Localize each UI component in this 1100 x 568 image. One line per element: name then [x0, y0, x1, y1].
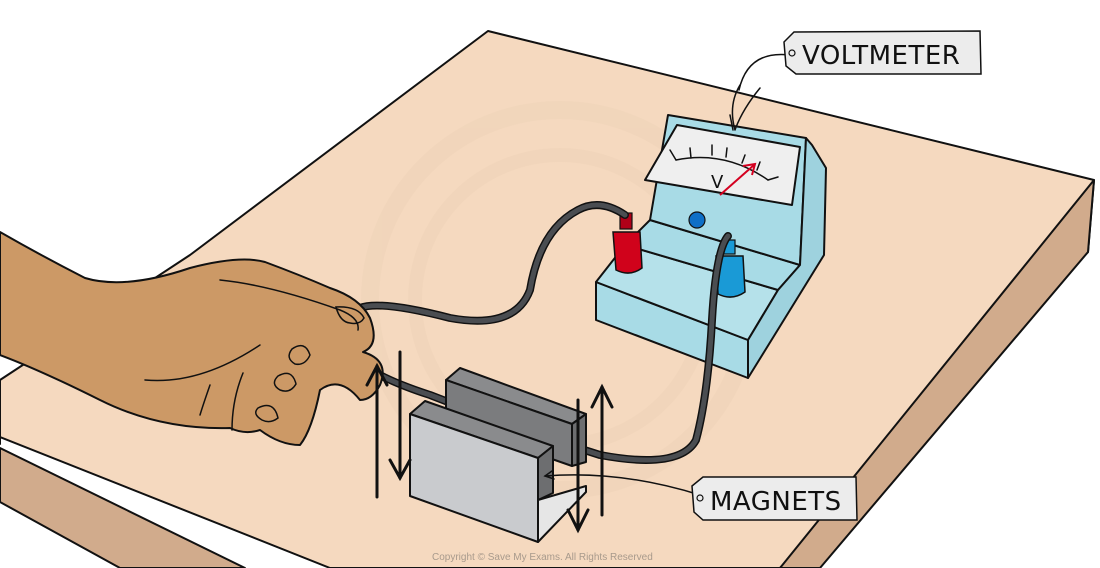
magnets-label-pointer [544, 474, 701, 496]
magnets-pointer-head [543, 470, 555, 480]
voltmeter-tag-body [783, 30, 982, 75]
hand-thumb [219, 279, 359, 331]
palm-crease-1 [199, 384, 211, 416]
finger-middle [273, 372, 297, 392]
magnets-tag-body [691, 476, 858, 521]
voltmeter-label: VOLTMETER [802, 41, 960, 71]
magnet-front-side [537, 445, 554, 501]
meter-unit-symbol: V [711, 172, 724, 193]
magnets-tag: MAGNETS [691, 476, 858, 521]
hand [0, 231, 384, 446]
arrow-up-left [365, 362, 389, 499]
voltmeter-tag-hole [788, 49, 796, 57]
meter-scale-arc [675, 156, 769, 181]
finger-index [288, 344, 311, 366]
thumb-nail [335, 306, 365, 325]
copyright-notice: Copyright © Save My Exams. All Rights Re… [432, 552, 653, 563]
arrow-down-right [566, 398, 590, 534]
meter-needle [719, 162, 757, 196]
palm-crease-2 [231, 372, 244, 431]
arrow-down-left [388, 350, 412, 482]
table-side-left [0, 447, 246, 568]
magnets[interactable] [409, 367, 701, 543]
meter-scale-ticks [669, 144, 779, 181]
table-side-right [779, 179, 1095, 568]
meter-face [644, 124, 801, 206]
knuckle-crease [144, 344, 261, 382]
voltmeter-tag: VOLTMETER [738, 30, 982, 91]
finger-ring [255, 404, 279, 423]
magnets-tag-hole [696, 494, 704, 502]
arrow-up-right [590, 383, 614, 517]
magnets-label: MAGNETS [710, 487, 842, 517]
motion-arrows [365, 350, 614, 534]
adjust-knob[interactable] [688, 211, 706, 229]
voltmeter-tag-string [738, 53, 791, 91]
magnet-gap-floor [537, 485, 587, 543]
voltmeter-side [747, 137, 827, 379]
voltmeter-label-pointer [729, 84, 761, 131]
